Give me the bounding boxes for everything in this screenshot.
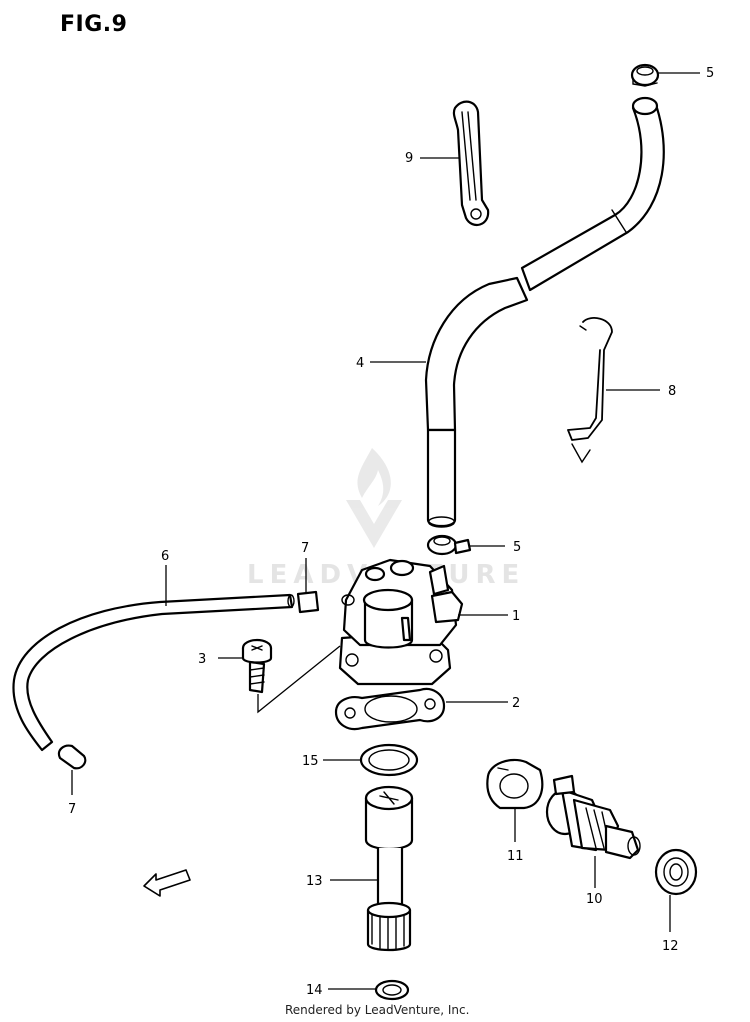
figure-title: FIG.9 (60, 12, 128, 37)
front-direction-arrow-icon (143, 869, 191, 897)
part-14-washer[interactable] (374, 979, 410, 1001)
part-7-cap-upper[interactable] (296, 590, 320, 614)
part-7-cap-lower[interactable] (57, 744, 87, 770)
callout-3: 3 (198, 652, 206, 667)
part-4-oil-hose[interactable] (424, 96, 665, 528)
part-1-oil-pump[interactable] (338, 558, 464, 686)
callout-1: 1 (512, 609, 520, 624)
callout-9: 9 (405, 151, 413, 166)
part-12-oil-seal[interactable] (654, 848, 698, 896)
part-2-gasket[interactable] (334, 687, 446, 731)
callout-14: 14 (306, 983, 323, 998)
callout-7-upper: 7 (301, 541, 309, 556)
footer-credit: Rendered by LeadVenture, Inc. (285, 1003, 470, 1017)
callout-4: 4 (356, 356, 364, 371)
callout-5-middle: 5 (513, 540, 521, 555)
part-13-drive-gear-shaft[interactable] (364, 785, 414, 952)
callout-10: 10 (586, 892, 603, 907)
part-5-hose-clamp-top[interactable] (630, 63, 660, 87)
callout-15: 15 (302, 754, 319, 769)
part-10-driven-gear[interactable] (545, 774, 641, 860)
callout-13: 13 (306, 874, 323, 889)
watermark-logo-icon (346, 448, 402, 548)
part-6-oil-tube[interactable] (12, 593, 295, 752)
callout-6: 6 (161, 549, 169, 564)
callout-12: 12 (662, 939, 679, 954)
callout-11: 11 (507, 849, 524, 864)
callout-7-lower: 7 (68, 802, 76, 817)
callout-8: 8 (668, 384, 676, 399)
part-11-retaining-clip[interactable] (486, 758, 544, 810)
part-15-o-ring[interactable] (359, 743, 419, 777)
part-5-hose-clamp-middle[interactable] (426, 534, 472, 556)
callout-2: 2 (512, 696, 520, 711)
part-9-hose-strap[interactable] (452, 100, 490, 227)
callout-5-top: 5 (706, 66, 714, 81)
part-8-wire-clip[interactable] (567, 317, 613, 464)
part-3-screw[interactable] (241, 638, 273, 694)
